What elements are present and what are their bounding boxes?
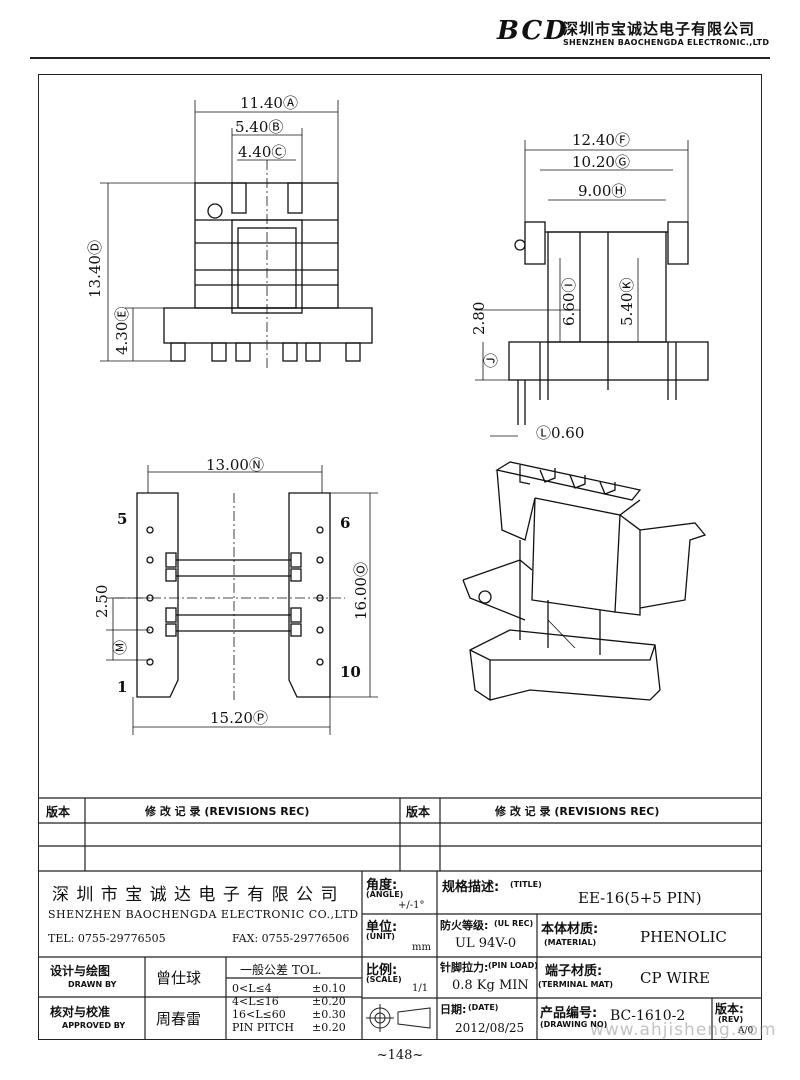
tb-scale-label: 比例: — [366, 963, 398, 978]
projection-symbol-icon — [366, 1004, 431, 1032]
tol-row: 0<L≤4 — [232, 982, 272, 995]
tb-tol-title: 一般公差 TOL. — [240, 963, 322, 977]
tb-rev-label: 版本: — [715, 1002, 744, 1016]
rev-col-ver-left: 版本 — [46, 805, 71, 819]
side-view — [475, 140, 709, 437]
dim-o-label: 16.00Ⓞ — [352, 562, 370, 620]
pin-6-label: 6 — [340, 514, 350, 532]
tb-title-val: EE-16(5+5 PIN) — [578, 889, 702, 907]
tb-tel: TEL: 0755-29776505 — [48, 932, 166, 945]
tb-title-en: (TITLE) — [510, 880, 542, 889]
tol-value: ±0.30 — [312, 1008, 346, 1021]
dim-f-label: 12.40Ⓕ — [572, 131, 630, 149]
tol-value: ±0.20 — [312, 1021, 346, 1034]
dim-c-label: 4.40Ⓒ — [238, 143, 286, 161]
tb-drawn-val: 曾仕球 — [156, 969, 202, 987]
tb-material-en: (MATERIAL) — [544, 938, 597, 947]
tb-ul-en: (UL REC) — [494, 919, 534, 928]
dim-b-label: 5.40Ⓑ — [235, 118, 283, 136]
watermark: www.ahjisheng.com — [590, 1020, 777, 1040]
tb-date-label: 日期: — [440, 1003, 467, 1016]
dim-d-label: 13.40Ⓓ — [86, 240, 104, 298]
tol-value: ±0.20 — [312, 995, 346, 1008]
dim-e-label: 4.30Ⓔ — [113, 307, 131, 355]
company-logo: BCD — [497, 16, 569, 46]
rev-col-ver-right: 版本 — [406, 805, 431, 819]
tb-terminal-val: CP WIRE — [640, 969, 710, 987]
dim-j-label: Ⓙ — [482, 353, 500, 368]
tb-drawn-en: DRAWN BY — [68, 980, 117, 989]
tb-tol-values: ±0.10 ±0.20 ±0.30 ±0.20 — [312, 982, 346, 1034]
dim-i-label: 6.60Ⓘ — [560, 278, 578, 326]
dim-m-label: Ⓜ — [111, 640, 129, 655]
tb-ul-val: UL 94V-0 — [455, 936, 517, 951]
tb-angle-en: (ANGLE) — [366, 890, 404, 899]
dim-250-label: 2.50 — [93, 585, 111, 618]
tb-scale-en: (SCALE) — [366, 975, 402, 984]
tb-material-label: 本体材质: — [541, 922, 599, 937]
tb-tol-ranges: 0<L≤4 4<L≤16 16<L≤60 PIN PITCH — [232, 982, 294, 1034]
dim-a-label: 11.40Ⓐ — [240, 94, 298, 112]
tol-row: 16<L≤60 — [232, 1008, 286, 1021]
rev-col-rec-right: 修 改 记 录 (REVISIONS REC) — [495, 805, 660, 818]
tb-date-en: (DATE) — [468, 1003, 499, 1012]
tb-drawn-label: 设计与绘图 — [50, 964, 111, 978]
tb-approved-en: APPROVED BY — [62, 1021, 126, 1030]
tb-unit-en: (UNIT) — [366, 932, 395, 941]
tb-drawing-no-en: (DRAWING NO) — [540, 1020, 608, 1029]
tol-row: PIN PITCH — [232, 1021, 294, 1034]
tb-angle-val: +/-1° — [398, 900, 425, 911]
company-name-en: SHENZHEN BAOCHENGDA ELECTRONIC.,LTD — [563, 38, 770, 47]
tb-drawing-no-label: 产品编号: — [540, 1006, 598, 1021]
tb-material-val: PHENOLIC — [640, 928, 727, 946]
tb-scale-val: 1/1 — [412, 983, 429, 994]
dim-p-label: 15.20Ⓟ — [210, 709, 268, 727]
tb-pin-load-val: 0.8 Kg MIN — [452, 978, 529, 993]
rev-col-rec-left: 修 改 记 录 (REVISIONS REC) — [145, 805, 310, 818]
tol-row: 4<L≤16 — [232, 995, 279, 1008]
dim-k-label: 5.40Ⓚ — [618, 278, 636, 326]
tb-date-val: 2012/08/25 — [455, 1021, 525, 1035]
tb-terminal-en: (TERMINAL MAT) — [538, 980, 614, 989]
bottom-view — [106, 465, 378, 735]
tb-drawing-no-val: BC-1610-2 — [610, 1008, 686, 1024]
tol-value: ±0.10 — [312, 982, 346, 995]
tb-company-en: SHENZHEN BAOCHENGDA ELECTRONIC CO.,LTD — [48, 908, 359, 921]
page-number: ~148~ — [376, 1048, 424, 1063]
tb-title-label: 规格描述: — [442, 880, 500, 895]
dim-n-label: 13.00Ⓝ — [206, 456, 264, 474]
tb-unit-val: mm — [412, 942, 431, 953]
dim-l-label: Ⓛ0.60 — [536, 424, 584, 442]
pin-1-label: 1 — [117, 678, 127, 696]
tb-pin-load-en: (PIN LOAD) — [488, 961, 538, 970]
dim-h-label: 9.00Ⓗ — [578, 182, 626, 200]
tb-company-cn: 深 圳 市 宝 诚 达 电 子 有 限 公 司 — [52, 885, 339, 905]
tb-terminal-label: 端子材质: — [545, 964, 603, 979]
tb-unit-label: 单位: — [366, 920, 398, 935]
pin-5-label: 5 — [117, 510, 127, 528]
dim-280-label: 2.80 — [470, 302, 488, 335]
header-rule — [30, 57, 770, 59]
tb-rev-val: A/0 — [738, 1026, 754, 1036]
tb-ul-label: 防火等级: — [440, 919, 489, 932]
top-view — [100, 100, 373, 370]
tb-approved-label: 核对与校准 — [50, 1005, 111, 1019]
tb-approved-val: 周春雷 — [156, 1010, 202, 1028]
company-name-cn: 深圳市宝诚达电子有限公司 — [563, 20, 756, 38]
tb-rev-en: (REV) — [718, 1015, 744, 1024]
tb-fax: FAX: 0755-29776506 — [232, 932, 350, 945]
technical-drawing: 11.40Ⓐ 5.40Ⓑ 4.40Ⓒ 13.40Ⓓ 4.30Ⓔ 12.40Ⓕ 1… — [86, 94, 709, 735]
isometric-view — [462, 461, 707, 701]
drawing-frame — [38, 74, 762, 1040]
tb-angle-label: 角度: — [366, 878, 398, 893]
dim-g-label: 10.20Ⓖ — [572, 153, 630, 171]
pin-10-label: 10 — [340, 663, 361, 681]
tb-pin-load-label: 针脚拉力: — [440, 961, 489, 974]
